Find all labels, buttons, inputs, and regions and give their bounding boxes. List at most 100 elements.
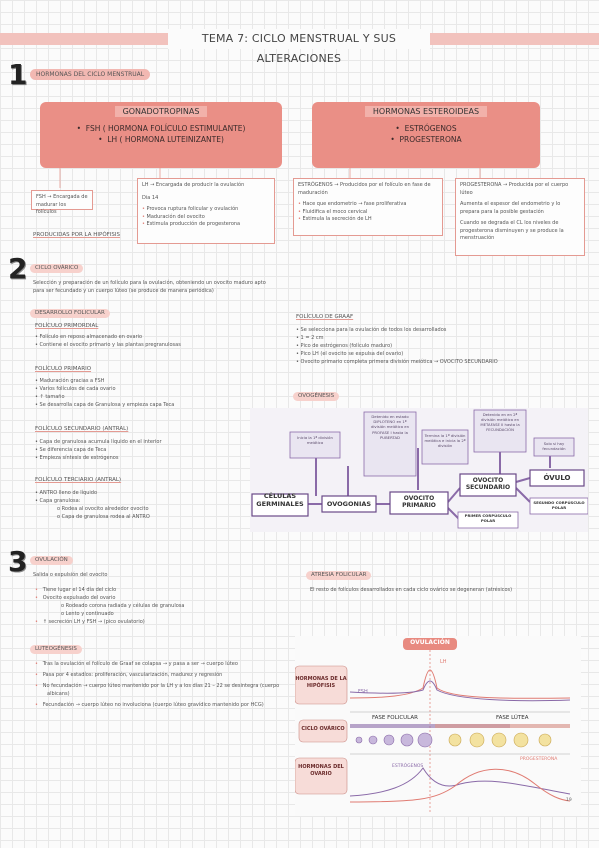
note-3 <box>421 429 469 465</box>
section-label-3: OVULACIÓN <box>30 556 73 565</box>
list-item: • Ovocito primario completa primera divi… <box>296 359 498 365</box>
estrogenos-card: ESTRÓGENOS → Producidos por el folículo … <box>293 178 443 236</box>
row-label-bg <box>295 665 348 705</box>
note-2 <box>363 411 417 477</box>
atresia-label: ATRESIA FOLICULAR <box>306 571 372 580</box>
body-segundo <box>529 497 588 515</box>
ovo-body-1: PRIMER CORPÚSCULO POLAR <box>464 513 512 523</box>
estro-card-item: • Hace que endometrio → fase proliferati… <box>298 201 407 207</box>
estrogenos-curve <box>349 767 571 797</box>
esteroides-line-1: • ESTRÓGENOS <box>395 124 457 133</box>
note-5 <box>533 437 575 457</box>
ovogenesis-diagram <box>250 408 588 532</box>
row-label-bg <box>298 719 348 743</box>
list-item: • Tras la ovulación el folículo de Graaf… <box>35 661 238 667</box>
list-item: o Capa de granulosa rodea al ANTRO <box>57 514 150 520</box>
list-item: • Pico LH (el ovocito se expulsa del ova… <box>296 351 404 357</box>
luteogenesis-list: • Tras la ovulación el folículo de Graaf… <box>35 660 285 709</box>
luteal-stages <box>448 732 552 748</box>
list-item: • Maduración gracias a FSH <box>35 378 105 384</box>
estro-card-title: ESTRÓGENOS → Producidos por el folículo … <box>298 182 431 196</box>
list-item: • Varios folículos de cada ovario <box>35 386 116 392</box>
list-item: • Fecundación → cuerpo lúteo no involuci… <box>35 702 264 708</box>
ovo-note-5: Solo si hay fecundación <box>542 441 566 451</box>
fsh-label: FSH <box>358 689 368 695</box>
estro-card-item: • Fluidifica el moco cervical <box>298 208 368 215</box>
proge-card-p1: Aumenta el espesor del endometrio y lo p… <box>460 201 561 215</box>
list-item: • ↑ secreción LH y FSH → (pico ovulatori… <box>35 619 145 625</box>
secundario-label: FOLÍCULO SECUNDARIO (ANTRAL) <box>35 426 129 432</box>
list-item: • ↑ tamaño <box>35 394 65 400</box>
primario-list: • Maduración gracias a FSH • Varios folí… <box>35 377 174 409</box>
list-item: • Capa de granulosa acumula líquido en e… <box>35 439 162 445</box>
secundario-list: • Capa de granulosa acumula líquido en e… <box>35 438 162 462</box>
row-label-bg <box>295 757 348 795</box>
terciario-label: FOLÍCULO TERCIARIO (ANTRAL) <box>35 477 122 483</box>
ovogenesis-label: OVOGÉNESIS <box>293 392 340 401</box>
gonado-line-1: • FSH ( HORMONA FOLÍCULO ESTIMULANTE) <box>76 124 246 133</box>
terciario-list: • ANTRO lleno de líquido • Capa granulos… <box>35 489 150 521</box>
list-item: • No fecundación → cuerpo lúteo mantenid… <box>35 683 280 697</box>
progesterona-label: PROGESTERONA <box>520 757 558 762</box>
lh-card-item: • Provoca ruptura folicular y ovulación <box>142 206 239 212</box>
page-number: 19 <box>566 798 572 803</box>
progesterona-card: PROGESTERONA → Producida por el cuerpo l… <box>455 178 585 256</box>
ovo-node-5: ÓVULO <box>543 474 571 482</box>
section-label-2: CICLO OVÁRICO <box>30 264 84 273</box>
estro-card-item: • Estimula la secreción de LH <box>298 216 372 222</box>
lh-card-day: Dia 14 <box>142 194 159 201</box>
ovulacion-banner <box>403 638 457 650</box>
gonadotropinas-box: GONADOTROPINAS • FSH ( HORMONA FOLÍCULO … <box>40 102 282 168</box>
ovo-note-3: Termina la 1ª división meiótica e inicia… <box>424 433 466 448</box>
node-ovulo <box>529 469 585 487</box>
node-ovocito-secundario <box>459 473 517 497</box>
list-item: • ANTRO lleno de líquido <box>35 490 98 496</box>
fase-folicular-label: FASE FOLICULAR <box>372 715 418 721</box>
fsh-curve <box>349 680 571 702</box>
list-item: o Rodea al ovocito alrededor ovocito <box>57 506 149 512</box>
list-item: • Se selecciona para la ovulación de tod… <box>296 327 447 333</box>
ovo-node-1: CÉLULAS GERMINALES <box>256 492 304 508</box>
ciclo-intro: Selección y preparación de un folículo p… <box>33 280 266 294</box>
lh-card-item: • Estimula producción de progesterona <box>142 221 241 227</box>
list-item: • Pasa por 4 estadíos: proliferación, va… <box>35 672 223 678</box>
list-item: • Empieza síntesis de estrógenos <box>35 455 119 461</box>
list-item: • Folículo en reposo almacenado en ovari… <box>35 334 143 340</box>
list-item: • Pico de estrógenos (folículo maduro) <box>296 343 393 349</box>
hormone-cycle-diagram <box>295 636 581 816</box>
note-1 <box>289 431 341 459</box>
degraaf-label: FOLÍCULO DE GRAAF <box>296 314 354 320</box>
lh-card: LH → Encargada de producir la ovulación … <box>137 178 275 244</box>
follicle-stages <box>355 732 433 748</box>
ovo-note-2: Detenido en estado DIPLOTENO en 1ª divis… <box>370 414 410 440</box>
producidas-label: PRODUCIDAS POR LA HIPÓFISIS <box>33 232 121 238</box>
progesterona-curve <box>349 768 571 803</box>
ovo-note-4: Detenido en en 2ª división meiótica en M… <box>480 412 520 432</box>
list-item: • Se desarrolla capa de Granulosa y empi… <box>35 402 175 408</box>
node-ovogonias <box>321 495 377 513</box>
atresia-text: El resto de folículos desarrollados en c… <box>310 587 513 593</box>
list-item: • Se diferencia capa de Teca <box>35 447 107 453</box>
primario-label: FOLÍCULO PRIMARIO <box>35 366 92 372</box>
proge-card-p2: Cuando se degrada el CL los niveles de p… <box>460 220 564 241</box>
ovo-note-1: Inicia la 1ª división meiótica <box>297 435 333 445</box>
ovulacion-intro: Salida o expulsión del ovocito <box>33 572 108 578</box>
lh-card-item: • Maduración del ovocito <box>142 213 205 220</box>
section-label-1: HORMONAS DEL CICLO MENSTRUAL <box>30 69 151 80</box>
ovulacion-peak-label: OVULACIÓN <box>410 639 450 646</box>
list-item: • Contiene el ovocito primario y las pla… <box>35 342 181 348</box>
esteroides-line-2: • PROGESTERONA <box>390 135 462 144</box>
degraaf-list: • Se selecciona para la ovulación de tod… <box>296 326 498 366</box>
title-banner: TEMA 7: CICLO MENSTRUAL Y SUS ALTERACION… <box>0 29 599 65</box>
primordial-label: FOLÍCULO PRIMORDIAL <box>35 323 99 329</box>
list-item: • Tiene lugar el 14 día del ciclo <box>35 587 117 593</box>
list-item: o Rodeado corona radiada y células de gr… <box>61 603 185 609</box>
ovulacion-list: • Tiene lugar el 14 día del ciclo • Ovoc… <box>35 586 184 626</box>
esteroideas-box: HORMONAS ESTEROIDEAS • ESTRÓGENOS • PROG… <box>312 102 540 168</box>
list-item: • Ovocito expulsado del ovario <box>35 595 116 601</box>
ovo-node-3: OVOCITO PRIMARIO <box>402 495 436 509</box>
list-item: • Capa granulosa: <box>35 498 81 504</box>
ovo-body-2: SEGUNDO CORPÚSCULO POLAR <box>533 500 585 510</box>
section-number-3: 3 <box>8 545 28 578</box>
list-item: o Lento y continuado <box>61 611 114 617</box>
